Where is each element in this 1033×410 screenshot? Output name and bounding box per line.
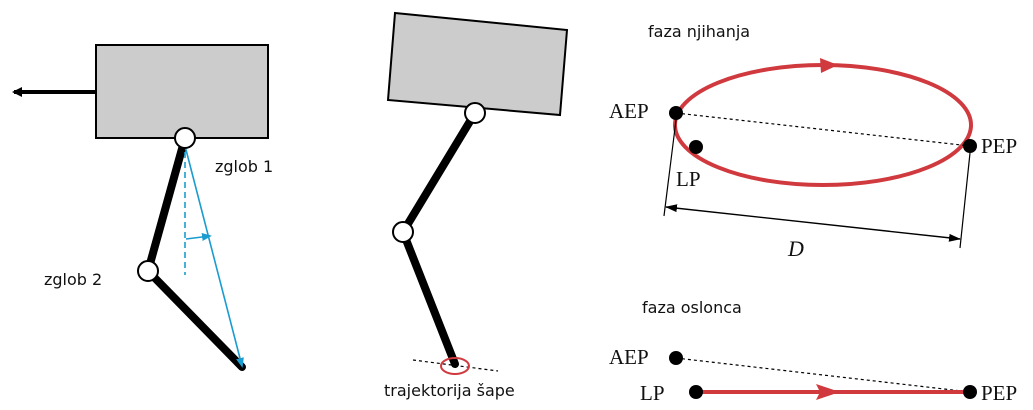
joint-2 xyxy=(137,260,159,282)
pep-label: PEP xyxy=(981,134,1017,158)
lp-point xyxy=(689,140,703,154)
stance-aep-label: AEP xyxy=(609,345,649,369)
joint-2-label: zglob 2 xyxy=(44,270,102,289)
joint-hip xyxy=(464,102,486,124)
foot-trajectory-line xyxy=(412,359,499,372)
dimension-ext-left xyxy=(663,119,677,217)
joint-1 xyxy=(174,127,196,149)
stance-lp-label: LP xyxy=(640,381,665,405)
dimension-ext-right xyxy=(959,152,971,249)
lower-leg-segment xyxy=(144,267,246,371)
stance-direction-arrow xyxy=(816,384,840,400)
robot-body-tilted xyxy=(386,11,569,117)
swing-phase-title: faza njihanja xyxy=(648,22,750,41)
lower-leg-segment-2 xyxy=(399,228,459,368)
joint-to-foot-vector xyxy=(183,141,244,368)
stance-pep-label: PEP xyxy=(981,381,1017,405)
stance-aep-point xyxy=(669,351,683,365)
stance-phase-title: faza oslonca xyxy=(642,298,742,317)
distance-label: D xyxy=(787,236,804,261)
stance-lp-point xyxy=(689,385,703,399)
stance-pep-point xyxy=(963,385,977,399)
joint-1-label: zglob 1 xyxy=(215,157,273,176)
pep-point xyxy=(963,139,977,153)
lp-label: LP xyxy=(676,167,701,191)
dimension-arrow xyxy=(665,204,961,242)
joint-knee xyxy=(392,221,414,243)
swing-trajectory xyxy=(673,63,973,187)
angle-indicator-arrow xyxy=(185,233,212,241)
aep-point xyxy=(669,106,683,120)
panel-gait-phases: faza njihanja AEP LP PEP D faza oslonca … xyxy=(609,22,1017,405)
foot-trajectory-marker xyxy=(440,357,470,375)
swing-direction-arrow xyxy=(820,58,838,73)
aep-label: AEP xyxy=(609,99,649,123)
trajectory-label: trajektorija šape xyxy=(384,381,515,400)
stance-aep-dotted-line xyxy=(675,357,971,393)
upper-leg-segment xyxy=(144,134,189,275)
panel-leg-side-view: zglob 1 zglob 2 xyxy=(12,44,273,371)
aep-pep-dotted-line xyxy=(675,112,971,147)
upper-leg-segment-2 xyxy=(399,109,479,236)
panel-leg-tilted-view: trajektorija šape xyxy=(384,11,569,400)
robot-body xyxy=(95,44,269,139)
